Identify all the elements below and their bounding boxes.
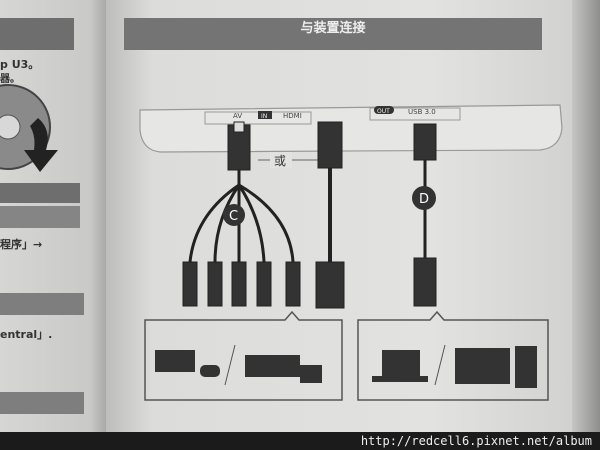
left-page: p U3。 器。 程序」→ entral」. (0, 0, 106, 432)
out-badge: OUT (377, 108, 390, 115)
media-player-icon (245, 355, 300, 377)
connection-diagram: AV IN HDMI OUT USB 3.0 C 或 D (139, 104, 563, 401)
monitor-icon (455, 348, 510, 384)
cd-icon (0, 84, 58, 172)
pc-tower-icon (515, 346, 537, 388)
capture-device (139, 104, 563, 153)
left-text: entral」. (0, 328, 53, 341)
left-text: 器。 (0, 74, 20, 85)
in-badge: IN (261, 113, 267, 120)
left-text: p U3。 (0, 58, 40, 71)
marker-d (412, 186, 436, 210)
left-heading-bar (0, 18, 74, 50)
controller-icon (200, 365, 220, 377)
left-bar (0, 392, 84, 414)
camera-icon (300, 365, 322, 383)
hdmi-cable (315, 121, 345, 309)
pc-devices-box (357, 310, 549, 401)
left-text: 程序」→ (0, 238, 43, 251)
left-bar (0, 293, 84, 315)
left-bar (0, 206, 80, 228)
page-edge (572, 0, 600, 432)
game-console-icon (155, 350, 195, 372)
av-devices-box (144, 310, 343, 401)
usb-label: USB 3.0 (408, 108, 436, 116)
usb-cable (413, 123, 437, 307)
watermark: http://redcell6.pixnet.net/album (0, 432, 600, 450)
laptop-icon (382, 350, 420, 376)
marker-c-label: C (229, 209, 238, 224)
section-title: 与装置连接 (124, 18, 542, 50)
hdmi-label: HDMI (283, 112, 302, 120)
marker-d-label: D (419, 192, 429, 207)
or-label: 或 (274, 154, 286, 168)
marker-c (223, 204, 245, 226)
av-label: AV (233, 112, 242, 120)
left-bar (0, 183, 80, 203)
